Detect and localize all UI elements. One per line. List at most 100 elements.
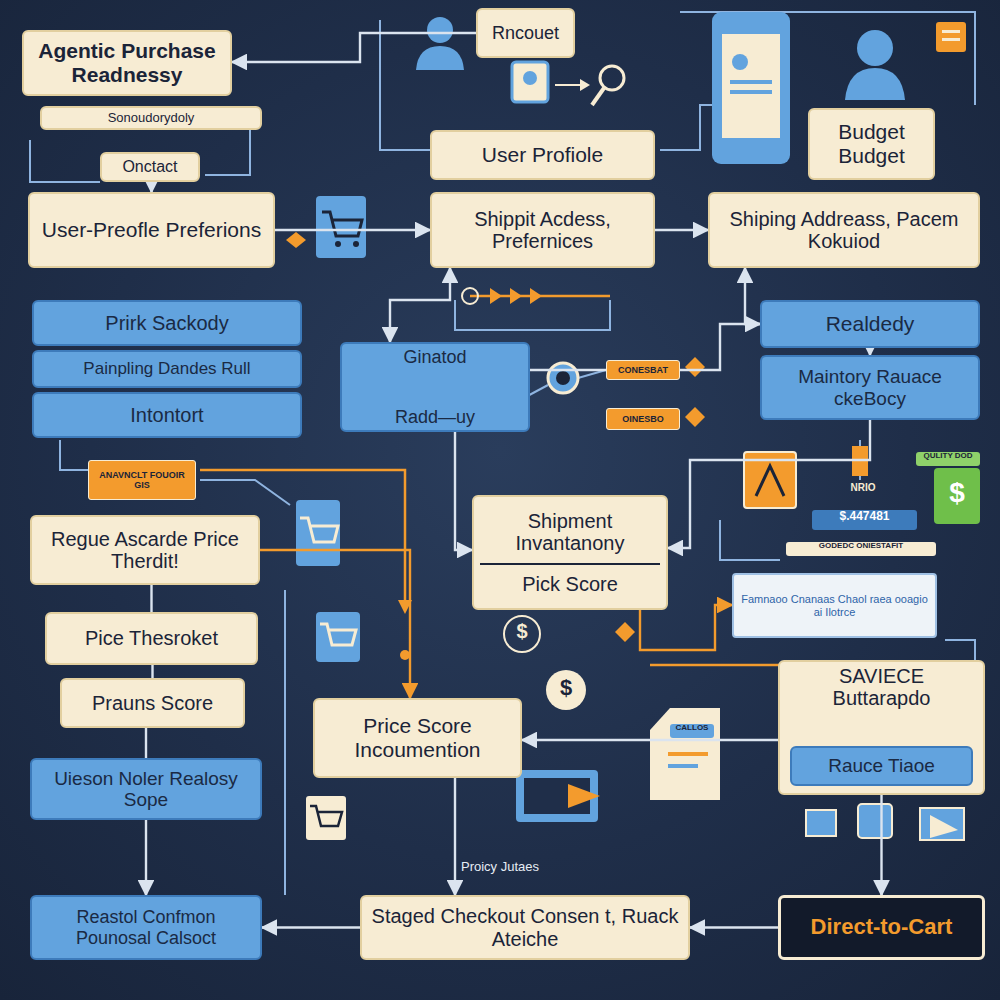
node-text: Pick Score bbox=[480, 563, 660, 595]
process-box: Regue Ascarde Price Therdit! bbox=[30, 515, 260, 585]
connector-arrow bbox=[260, 550, 410, 698]
document-icon bbox=[936, 22, 966, 52]
label-text: $ bbox=[508, 620, 536, 646]
node-text: Ginatod bbox=[348, 347, 522, 367]
tablet-icon bbox=[722, 34, 780, 138]
node-text: Realdedy bbox=[768, 312, 972, 336]
node-text: Reastol Confmon Pounosal Calsoct bbox=[38, 907, 254, 947]
cart-icon bbox=[316, 196, 366, 258]
connector-arrow bbox=[880, 795, 882, 895]
tag-box: OINESBO bbox=[606, 408, 680, 430]
band-box: Intontort bbox=[32, 392, 302, 438]
subtitle-box: Sonoudorydoly bbox=[40, 106, 262, 130]
node-text: Maintory Rauace ckeBocy bbox=[768, 366, 972, 409]
arrow-symbol bbox=[555, 84, 580, 86]
node-text: Buttarapdo bbox=[786, 687, 977, 709]
connector-arrow bbox=[455, 432, 472, 550]
node-text: Staged Checkout Consen t, Ruack Ateiche bbox=[368, 905, 682, 950]
group-box: SAVIECEButtarapdoRauce Tiaoe bbox=[778, 660, 985, 795]
connector-arrow bbox=[275, 229, 430, 231]
node-text: Shipment Invantanony bbox=[480, 510, 660, 555]
process-box: Shiping Addreass, Pacem Kokuiod bbox=[708, 192, 980, 268]
tablet-icon bbox=[732, 54, 748, 70]
connector-arrow bbox=[640, 605, 732, 650]
node-text: ANAVNCLT FOUOIR GIS bbox=[95, 470, 189, 490]
process-box: User-Preofle Preferions bbox=[28, 192, 275, 268]
title-box: Agentic Purchase Readnessy bbox=[22, 30, 232, 96]
connector-arrow bbox=[680, 324, 760, 370]
wire bbox=[380, 20, 430, 150]
node-text: Pice Thesroket bbox=[53, 627, 250, 649]
magnifier-icon bbox=[600, 66, 624, 90]
orange-chevron bbox=[490, 288, 502, 304]
node-text: Shiping Addreass, Pacem Kokuiod bbox=[716, 208, 972, 253]
cart-icon bbox=[300, 518, 338, 542]
connector-arrow bbox=[522, 739, 778, 741]
parcel-icon bbox=[930, 815, 958, 838]
process-box: Pice Thesroket bbox=[45, 612, 258, 665]
process-box: User Profiole bbox=[430, 130, 655, 180]
label-text: NRIO bbox=[838, 482, 888, 496]
price-tag-icon bbox=[650, 708, 720, 800]
parcel-icon bbox=[806, 810, 836, 836]
person-icon bbox=[845, 68, 905, 100]
ring-symbol bbox=[462, 288, 478, 304]
cart-icon bbox=[306, 796, 346, 840]
dollar-icon bbox=[546, 670, 586, 710]
label-text: $ bbox=[551, 676, 581, 704]
label-text: CALLOS bbox=[670, 724, 714, 738]
connector-arrow bbox=[232, 33, 476, 62]
wire bbox=[30, 140, 100, 182]
label-text: GODEDC ONIESTAFIT bbox=[786, 542, 936, 556]
node-text: Painpling Dandes Rull bbox=[40, 359, 294, 378]
wire bbox=[720, 520, 780, 560]
node-text: Shippit Acdess, Prefernices bbox=[438, 208, 647, 253]
process-box: Onctact bbox=[100, 152, 200, 182]
orange-diamond bbox=[615, 622, 635, 642]
orange-diamond bbox=[685, 407, 705, 427]
label-text: Proicy Jutaes bbox=[440, 860, 560, 876]
cart-icon bbox=[296, 500, 340, 566]
id-card-icon bbox=[512, 62, 548, 102]
node-text: Price Score Incoumention bbox=[321, 714, 514, 761]
wire bbox=[578, 370, 606, 378]
node-text: SAVIECE bbox=[786, 665, 977, 687]
node-text: Rauce Tiaoe bbox=[798, 755, 965, 776]
wire bbox=[455, 300, 610, 330]
node-text: Uieson Noler Realosy Sope bbox=[38, 768, 254, 811]
wire bbox=[284, 590, 286, 895]
process-box: Shippit Acdess, Prefernices bbox=[430, 192, 655, 268]
tag-box: CONESBAT bbox=[606, 360, 680, 380]
process-box: Prauns Score bbox=[60, 678, 245, 728]
connector-arrow bbox=[530, 369, 606, 371]
junction-circle bbox=[556, 371, 570, 385]
connector-arrow bbox=[869, 348, 871, 355]
node-text: Regue Ascarde Price Therdit! bbox=[38, 528, 252, 573]
node-text: Prirk Sackody bbox=[40, 312, 294, 334]
label-text: $.447481 bbox=[812, 510, 917, 530]
person-icon bbox=[416, 46, 464, 70]
connector-arrow bbox=[690, 926, 778, 928]
band-box: Prirk Sackody bbox=[32, 300, 302, 346]
orange-chevron bbox=[530, 288, 542, 304]
wire bbox=[945, 640, 975, 660]
process-box: Rauce Tiaoe bbox=[790, 746, 973, 786]
label-text: QULITY DOD bbox=[916, 452, 980, 466]
orange-dot bbox=[400, 650, 410, 660]
note-box: Famnaoo Cnanaas Chaol raea ooagio ai Ilo… bbox=[732, 573, 937, 638]
wire bbox=[200, 480, 290, 505]
connector-arrow bbox=[151, 665, 153, 678]
node-text: Prauns Score bbox=[68, 692, 237, 714]
money-icon bbox=[934, 468, 980, 524]
connector-arrow bbox=[454, 778, 456, 895]
process-box: Budget Budget bbox=[808, 108, 935, 180]
sign-icon bbox=[756, 466, 784, 496]
person-icon bbox=[427, 17, 453, 43]
orange-chevron bbox=[510, 288, 522, 304]
person-icon bbox=[857, 30, 893, 66]
orange-wire bbox=[650, 664, 780, 667]
node-text: CONESBAT bbox=[613, 365, 673, 375]
node-text: Budget Budget bbox=[816, 120, 927, 167]
